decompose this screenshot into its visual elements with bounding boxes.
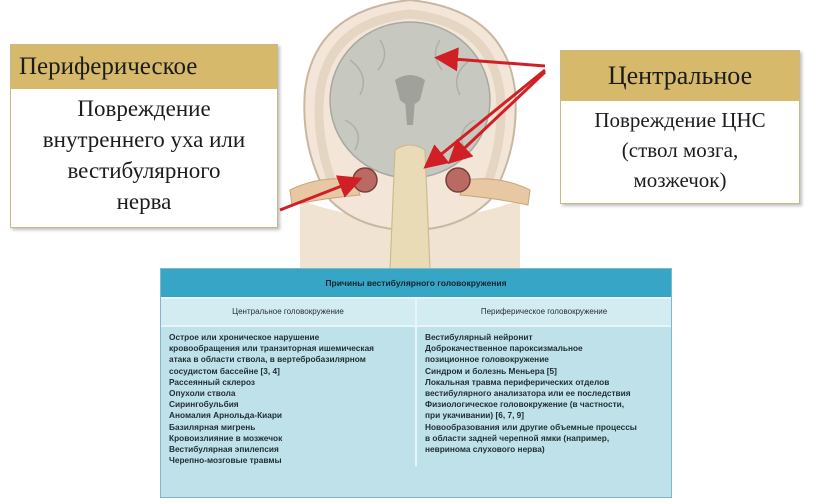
peripheral-causes-list: Вестибулярный нейронит Доброкачественное…: [417, 327, 671, 455]
central-causes-list: Острое или хроническое нарушение кровооб…: [161, 327, 415, 466]
ear-canal-right: [459, 178, 531, 206]
table-columns: Центральное головокружение Острое или хр…: [161, 297, 671, 467]
list-item: вестибулярного анализатора или ее послед…: [425, 388, 631, 399]
central-description: Повреждение ЦНС (ствол мозга, мозжечок): [561, 101, 799, 195]
head-cross-section-illustration: [279, 0, 547, 270]
skull-bone: [314, 9, 506, 192]
peripheral-line: внутреннего уха или: [42, 127, 246, 152]
list-item: Вестибулярный нейронит: [425, 332, 533, 342]
central-line: мозжечок): [633, 168, 727, 192]
peripheral-description: Повреждение внутреннего уха или вестибул…: [11, 89, 277, 217]
ventricles: [395, 75, 425, 125]
peripheral-column: Периферическое головокружение Вестибуляр…: [415, 297, 671, 467]
list-item: позиционное головокружение: [425, 354, 549, 365]
list-item: Кровоизлияние в мозжечок: [169, 432, 283, 443]
list-item: Рассеянный склероз: [169, 376, 256, 387]
list-item: Черепно-мозговые травмы: [169, 455, 282, 466]
list-item: Базилярная мигрень: [169, 421, 256, 432]
vertigo-causes-table: Причины вестибулярного головокружения Це…: [160, 268, 672, 498]
peripheral-line: вестибулярного: [67, 158, 221, 183]
list-item: при укачивании) [6, 7, 9]: [425, 410, 525, 421]
list-item: атака в области ствола, в вертебробазиля…: [169, 354, 366, 365]
brainstem: [389, 144, 431, 270]
arrow-central-to-cerebellum: [447, 70, 547, 165]
central-title: Центральное: [561, 51, 799, 101]
list-item: невринома слухового нерва): [425, 444, 545, 455]
list-item: Острое или хроническое нарушение: [169, 332, 320, 342]
brain-folds: [344, 39, 476, 151]
list-item: Синдром и болезнь Меньера [5]: [425, 365, 557, 376]
list-item: кровообращения или транзиторная ишемичес…: [169, 343, 375, 354]
list-item: Новообразования или другие объемные проц…: [425, 421, 637, 432]
inner-ear-right: [445, 167, 471, 193]
peripheral-line: нерва: [116, 189, 172, 214]
central-column: Центральное головокружение Острое или хр…: [161, 297, 415, 466]
list-item: в области задней черепной ямки (например…: [425, 432, 610, 443]
arrow-central-to-brain: [434, 47, 546, 72]
list-item: Доброкачественное пароксизмальное: [425, 343, 583, 354]
list-item: Сирингобульбия: [169, 399, 239, 410]
list-item: Физиологическое головокружение (в частно…: [425, 399, 625, 410]
peripheral-column-header: Периферическое головокружение: [417, 297, 671, 327]
central-column-header: Центральное головокружение: [161, 297, 415, 327]
list-item: сосудистом бассейне [3, 4]: [169, 365, 280, 376]
list-item: Аномалия Арнольда-Киари: [169, 410, 283, 421]
peripheral-title: Периферическое: [11, 45, 277, 89]
list-item: Локальная травма периферических отделов: [425, 376, 610, 387]
central-line: (ствол мозга,: [621, 138, 739, 162]
central-label-box: Центральное Повреждение ЦНС (ствол мозга…: [560, 50, 800, 204]
arrow-central-to-brainstem: [423, 68, 546, 169]
peripheral-line: Повреждение: [77, 96, 211, 121]
peripheral-label-box: Периферическое Повреждение внутреннего у…: [10, 44, 278, 228]
list-item: Вестибулярная эпилепсия: [169, 444, 279, 455]
arrow-peripheral-to-ear: [279, 175, 363, 212]
table-title: Причины вестибулярного головокружения: [161, 269, 671, 297]
list-item: Опухоли ствола: [169, 388, 236, 399]
central-line: Повреждение ЦНС: [594, 108, 766, 132]
